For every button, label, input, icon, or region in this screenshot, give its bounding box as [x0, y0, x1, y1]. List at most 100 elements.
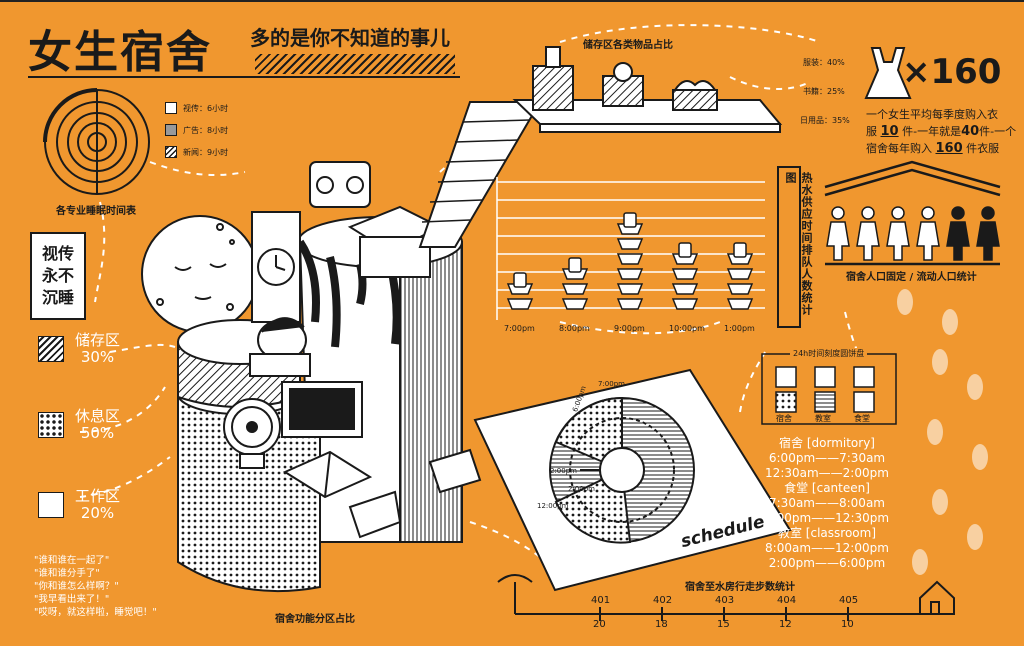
storage-item: 日用品：35% — [800, 115, 850, 126]
hot-water-chart-grid — [496, 177, 765, 320]
clothing-text: 服 — [866, 125, 877, 138]
hot-water-time-label: 7:00pm — [504, 324, 535, 333]
clothing-text: 件-一年就是 — [902, 125, 962, 138]
queue-bowl-mark — [616, 268, 644, 280]
queue-bowl-mark — [726, 298, 754, 310]
room-number: 402 — [653, 595, 673, 606]
queue-bowl-mark — [726, 283, 754, 295]
zone-label: 工作区 20% — [70, 488, 125, 522]
population-roof — [824, 160, 1001, 266]
step-count: 20 — [593, 619, 606, 630]
gossip-quotes: "谁和谁在一起了" "谁和谁分手了" "你和谁怎么样啊？" "我早看出来了！" … — [34, 554, 157, 619]
zones-caption: 宿舍功能分区占比 — [275, 614, 355, 625]
room-number: 401 — [591, 595, 611, 606]
legend-swatch-gray — [165, 124, 177, 136]
legend-swatch-hatch — [165, 146, 177, 158]
quote-line: "你和谁怎么样啊？" — [34, 581, 119, 592]
zone-label: 储存区 30% — [70, 332, 125, 366]
steps-caption: 宿舍至水房行走步数统计 — [685, 582, 795, 593]
schedule-heading: 教室 [classroom] — [777, 526, 876, 540]
pie24-caption: 24h时间刻度圆饼盘 — [790, 348, 868, 359]
schedule-dial-label: 2:00pm — [568, 485, 595, 493]
quote-line: "哎呀，就这样啦，睡觉吧！" — [34, 607, 157, 618]
slogan-line: 视传 — [41, 244, 74, 263]
queue-bowl-mark — [616, 283, 644, 295]
schedule-paper — [473, 368, 792, 592]
fixed-resident-mark — [826, 221, 850, 261]
sleep-rings-chart — [43, 88, 150, 195]
fixed-resident-mark — [886, 221, 910, 261]
zone-name: 工作区 — [74, 487, 120, 505]
hot-water-time-label: 9:00pm — [614, 324, 645, 333]
schedule-dial-label: 6:00pm — [571, 384, 588, 414]
step-count: 10 — [841, 619, 854, 630]
zone-percent: 30% — [80, 348, 115, 366]
step-count: 15 — [717, 619, 730, 630]
schedule-dial-label: 2:00pm — [550, 467, 577, 475]
queue-bowl-mark — [616, 298, 644, 310]
sleep-legend-label: 视传：6小时 — [183, 103, 229, 113]
room-number: 403 — [715, 595, 735, 606]
storage-item: 服装：40% — [803, 57, 845, 68]
room-number: 404 — [777, 595, 797, 606]
hot-water-time-label: 8:00pm — [559, 324, 590, 333]
storage-shelf-illustration — [418, 46, 783, 248]
queue-bowl-mark — [506, 298, 534, 310]
queue-bowl-mark — [616, 238, 644, 250]
storage-item-label: 日用品： — [800, 116, 832, 125]
hot-water-time-label: 1:00pm — [724, 324, 755, 333]
clothing-multiplier: ×160 — [902, 52, 1002, 92]
queue-bowl-mark — [616, 253, 644, 265]
thermos-mark — [623, 212, 637, 228]
clothing-text: 件衣服 — [966, 142, 1000, 155]
population-caption: 宿舍人口固定 / 流动人口统计 — [846, 272, 977, 283]
person-head-mark — [921, 206, 935, 220]
person-head-mark — [831, 206, 845, 220]
person-head-mark — [951, 206, 965, 220]
schedule-line: 2:00pm——6:00pm — [768, 556, 886, 570]
person-head-mark — [981, 206, 995, 220]
schedule-line: 8:00am——12:00pm — [765, 541, 889, 555]
clothing-text: 宿舍每年购入 — [866, 142, 932, 155]
schedule-heading: 宿舍 [dormitory] — [779, 436, 875, 450]
sleep-legend-label: 新闻：9小时 — [183, 147, 229, 157]
schedule-line: 12:30am——2:00pm — [765, 466, 889, 480]
schedule-line: 6:00pm——7:30am — [768, 451, 886, 465]
pie24-label: 宿舍 — [776, 414, 792, 423]
zone-rest: 休息区 50% — [38, 408, 120, 442]
sleep-caption: 各专业睡眠时间表 — [56, 206, 136, 217]
clothing-number: 40 — [961, 124, 980, 139]
schedule-line: 2:00pm——12:30pm — [764, 511, 890, 525]
sleep-legend-item: 新闻：9小时 — [165, 146, 228, 158]
storage-item-percent: 35% — [832, 116, 850, 125]
queue-bowl-mark — [671, 283, 699, 295]
clothing-text: 件-一个 — [979, 125, 1017, 138]
step-count: 18 — [655, 619, 668, 630]
queue-bowl-mark — [616, 223, 644, 235]
storage-item: 书籍：25% — [803, 86, 845, 97]
zone-name: 休息区 — [74, 407, 120, 425]
zone-work: 工作区 20% — [38, 488, 120, 522]
hatch-decoration — [255, 54, 455, 74]
clothing-line: 一个女生平均每季度购入衣 — [866, 108, 998, 121]
sleep-legend: 视传：6小时 广告：8小时 新闻：9小时 — [165, 102, 228, 158]
zone-storage: 储存区 30% — [38, 332, 120, 366]
hot-water-time-label: 10:00pm — [669, 324, 705, 333]
population-people — [826, 206, 1000, 261]
slogan-line: 沉睡 — [41, 288, 74, 307]
zone-swatch-hatch — [38, 336, 64, 362]
sleep-legend-item: 广告：8小时 — [165, 124, 228, 136]
storage-caption: 储存区各类物品占比 — [583, 40, 673, 51]
schedule-heading: 食堂 [canteen] — [784, 481, 870, 495]
zone-percent: 50% — [80, 424, 115, 442]
storage-item-label: 书籍： — [803, 87, 827, 96]
zone-label: 休息区 50% — [70, 408, 125, 442]
queue-bowl-mark — [561, 268, 589, 280]
thermos-mark — [513, 272, 527, 288]
thermos-mark — [733, 242, 747, 258]
step-count: 12 — [779, 619, 792, 630]
queue-bowl-mark — [561, 298, 589, 310]
thermos-mark — [678, 242, 692, 258]
thermos-mark — [568, 257, 582, 273]
